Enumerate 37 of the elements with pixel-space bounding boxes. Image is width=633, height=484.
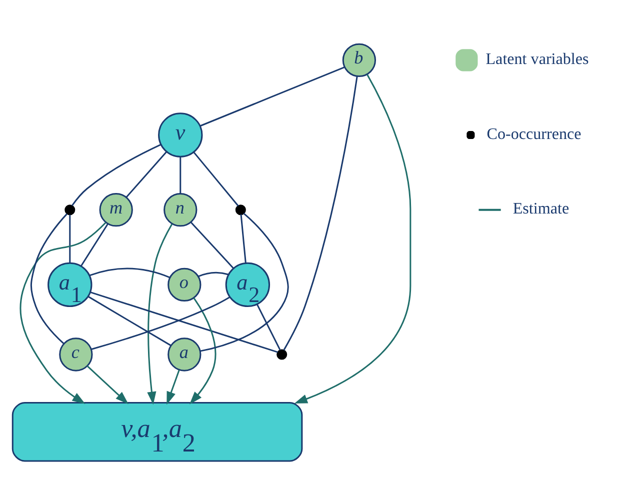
- connector: [240, 214, 246, 264]
- connector: [88, 296, 172, 346]
- connector: [200, 66, 345, 127]
- node-circle: m: [99, 193, 133, 227]
- node-circle: a: [168, 338, 202, 372]
- connector: [256, 304, 281, 351]
- connector: [80, 223, 108, 267]
- node-circle: v: [158, 112, 203, 158]
- arrow: [86, 365, 128, 404]
- legend-label: Estimate: [512, 200, 570, 218]
- connector: [200, 212, 289, 352]
- legend-label: Co-occurrence: [486, 126, 582, 143]
- node-circle: [276, 349, 288, 360]
- arrow: [20, 222, 106, 404]
- connector: [193, 152, 239, 206]
- node-circle: n: [164, 193, 198, 227]
- node-circle: [64, 204, 76, 216]
- connector: [90, 291, 278, 353]
- connector: [190, 222, 234, 269]
- arrow: [166, 370, 180, 405]
- node-circle: o: [168, 268, 202, 302]
- connector: [89, 268, 170, 278]
- node-circle: c: [59, 338, 93, 372]
- connector: [69, 214, 71, 263]
- arrow: [294, 74, 412, 404]
- node-circle: [235, 204, 246, 216]
- arrow: [147, 224, 173, 405]
- node-circle: b: [342, 43, 376, 77]
- legend-label: Latent variables: [486, 51, 589, 68]
- connector: [30, 213, 68, 344]
- arrow: [190, 298, 216, 404]
- connector: [283, 76, 358, 351]
- connector: [91, 296, 230, 350]
- connector: [126, 151, 167, 198]
- connector: [180, 156, 182, 194]
- connector: [71, 144, 162, 206]
- connector: [198, 272, 229, 278]
